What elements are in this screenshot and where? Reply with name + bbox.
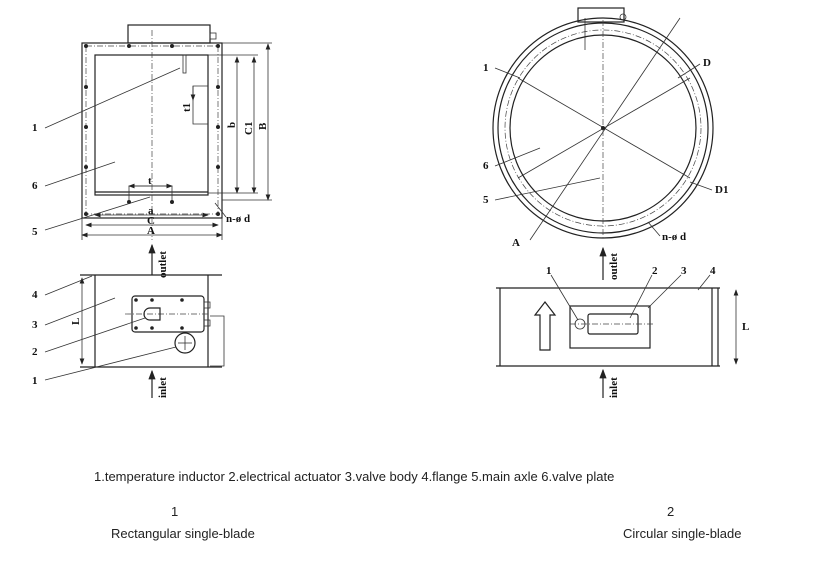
holes-label: n-ø d [226, 213, 250, 225]
figure-2-title: Circular single-blade [623, 526, 742, 541]
dim-t: t [148, 175, 152, 187]
inlet-label: inlet [608, 377, 620, 398]
dim-B: B [257, 122, 269, 130]
part-3-label: 3 [32, 319, 38, 331]
dim-A: A [512, 237, 520, 249]
dim-A: A [147, 225, 155, 237]
rect-front-view: t1 b C1 B t a C A n-ø d 1 6 5 outlet [32, 24, 272, 278]
part-2-label: 2 [32, 346, 38, 358]
inlet-label: inlet [157, 377, 169, 398]
part-5-label: 5 [32, 226, 38, 238]
circ-front-view: 1 6 5 D D1 A n-ø d outlet [483, 7, 728, 280]
dim-L: L [70, 318, 82, 325]
part-5-label: 5 [483, 194, 489, 206]
circ-side-view: L 1 2 3 4 inlet [496, 265, 749, 398]
outlet-label: outlet [608, 253, 620, 280]
parts-legend: 1.temperature inductor 2.electrical actu… [94, 469, 615, 484]
dim-C: C [147, 215, 155, 227]
outlet-label: outlet [157, 251, 169, 278]
rect-side-view: L 4 3 2 1 inlet [32, 274, 225, 398]
holes-label: n-ø d [662, 231, 686, 243]
dim-D1: D1 [715, 184, 728, 196]
part-1-label: 1 [32, 375, 38, 387]
dim-D: D [703, 57, 711, 69]
dim-a: a [148, 205, 154, 217]
dim-L: L [742, 321, 749, 333]
part-6-label: 6 [483, 160, 489, 172]
part-4-label: 4 [32, 289, 38, 301]
figure-1-title: Rectangular single-blade [111, 526, 255, 541]
dim-c1: C1 [243, 122, 255, 135]
figure-1-number: 1 [171, 504, 179, 519]
part-4-label: 4 [710, 265, 716, 277]
part-1-label: 1 [546, 265, 552, 277]
part-3-label: 3 [681, 265, 687, 277]
part-6-label: 6 [32, 180, 38, 192]
dim-t1: t1 [181, 103, 193, 112]
dim-b: b [226, 122, 238, 128]
part-2-label: 2 [652, 265, 658, 277]
part-1-label: 1 [483, 62, 489, 74]
figure-2-number: 2 [667, 504, 675, 519]
part-1-label: 1 [32, 122, 38, 134]
